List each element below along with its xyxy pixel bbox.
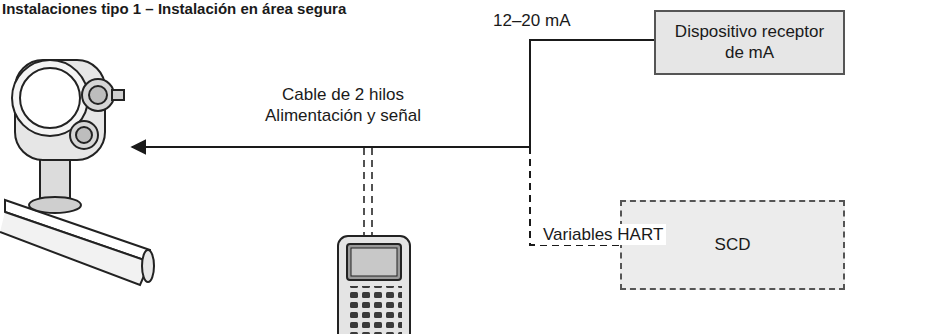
hart-label: Variables HART: [540, 224, 666, 245]
signal-label: 12–20 mA: [490, 10, 574, 31]
node-text: Dispositivo receptor de mA: [656, 22, 843, 63]
receiver-box: Dispositivo receptor de mA: [654, 10, 845, 75]
handheld-communicator: [338, 236, 410, 334]
pipe: [0, 200, 154, 285]
transmitter: [12, 60, 124, 213]
title: Instalaciones tipo 1 – Instalación en ár…: [2, 0, 346, 17]
wiring: [132, 40, 654, 245]
node-text: SCD: [707, 235, 759, 255]
cable-label: Cable de 2 hilos Alimentación y señal: [250, 84, 436, 127]
